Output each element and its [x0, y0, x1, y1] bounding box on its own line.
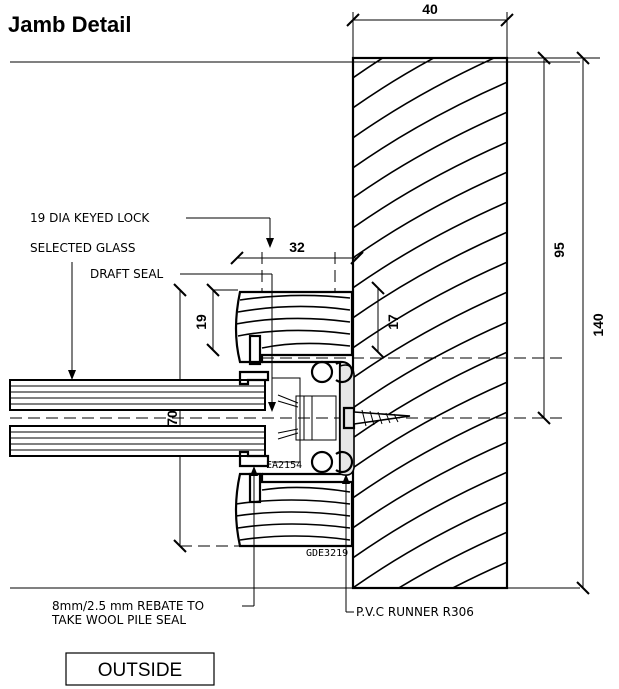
grain-line — [354, 471, 506, 559]
part-code-gde: GDE3219 — [306, 548, 348, 559]
label-pvc-runner: P.V.C RUNNER R306 — [342, 474, 474, 619]
timber-grain-hatching — [350, 59, 512, 689]
dim-70-label: 70 — [164, 410, 180, 426]
svg-text:DRAFT SEAL: DRAFT SEAL — [90, 267, 164, 281]
grain-line — [354, 231, 506, 319]
double-glazing — [9, 379, 266, 457]
grain-line — [354, 81, 506, 169]
pvc-runner — [310, 360, 355, 476]
sash-upper-stile — [234, 290, 354, 364]
grain-line — [354, 321, 506, 409]
grain-line — [354, 351, 506, 439]
dimension-140: 140 — [556, 51, 606, 595]
dimension-95: 95 — [507, 51, 567, 425]
part-code-ea: EA2154 — [266, 460, 302, 471]
outside-label: OUTSIDE — [98, 660, 182, 681]
grain-line — [354, 59, 434, 109]
grain-line — [350, 620, 512, 689]
grain-line — [354, 381, 506, 469]
grain-line — [354, 59, 494, 139]
grain-line — [452, 561, 506, 587]
grain-line — [354, 171, 506, 259]
timber-jamb — [350, 56, 512, 689]
fixing-screw — [342, 406, 411, 430]
grain-line — [350, 590, 512, 680]
grain-line — [354, 411, 506, 499]
dim-19-label: 19 — [193, 314, 209, 330]
dimension-32: 32 — [230, 239, 364, 292]
label-keyed-lock: 19 DIA KEYED LOCK — [30, 211, 274, 248]
grain-line — [354, 111, 506, 199]
dimension-40: 40 — [346, 1, 514, 58]
grain-line — [354, 59, 383, 79]
outside-label-box: OUTSIDE — [65, 652, 215, 686]
dimension-19: 19 — [193, 283, 238, 357]
svg-text:SELECTED GLASS: SELECTED GLASS — [30, 241, 136, 255]
dim-95-label: 95 — [551, 242, 567, 258]
grain-line — [354, 441, 506, 529]
label-rebate: 8mm/2.5 mm REBATE TO TAKE WOOL PILE SEAL — [51, 466, 258, 627]
dim-40-label: 40 — [422, 1, 438, 17]
label-selected-glass: SELECTED GLASS — [30, 241, 136, 380]
dim-32-label: 32 — [289, 239, 305, 255]
grain-line — [398, 531, 506, 587]
drawing-title: Jamb Detail — [8, 12, 132, 37]
label-draft-seal: DRAFT SEAL — [90, 267, 276, 412]
dim-140-label: 140 — [590, 313, 606, 337]
svg-text:P.V.C RUNNER R306: P.V.C RUNNER R306 — [356, 605, 474, 619]
grain-line — [354, 261, 506, 349]
dim-17-label: 17 — [385, 314, 401, 330]
grain-line — [354, 201, 506, 289]
dimension-17: 17 — [371, 281, 401, 359]
grain-line — [354, 141, 506, 229]
svg-text:19 DIA KEYED LOCK: 19 DIA KEYED LOCK — [30, 211, 150, 225]
dimension-70: 70 — [164, 283, 345, 553]
grain-line — [354, 291, 506, 379]
grain-line — [354, 501, 506, 587]
svg-text:8mm/2.5 mm REBATE TO: 8mm/2.5 mm REBATE TO — [52, 599, 204, 613]
svg-text:TAKE WOOL PILE SEAL: TAKE WOOL PILE SEAL — [51, 613, 186, 627]
sash-lower-stile — [234, 472, 354, 548]
